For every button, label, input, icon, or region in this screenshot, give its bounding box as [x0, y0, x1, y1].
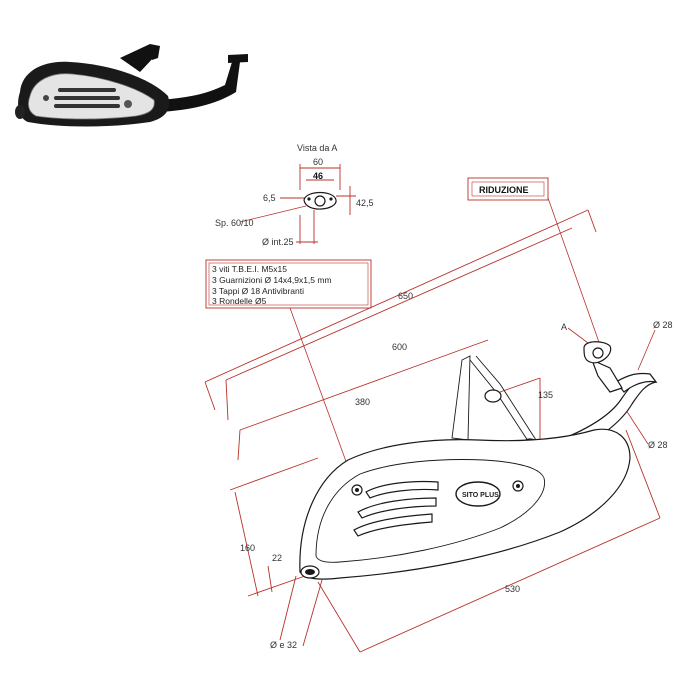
riduzione-box: RIDUZIONE — [467, 177, 601, 346]
dim-46-label: 46 — [313, 171, 323, 181]
kit-note-line-3: 3 Tappi Ø 18 Antivibranti — [212, 286, 304, 296]
view-label: Vista da A — [297, 143, 337, 153]
inner-diameter-label: Ø int.25 — [262, 237, 294, 247]
dim-22-label: 22 — [272, 553, 282, 563]
exhaust-product-thumbnail — [15, 44, 248, 127]
dim-380-label: 380 — [355, 397, 370, 407]
brand-badge: SITO PLUS — [455, 481, 501, 507]
brand-badge-text: SITO PLUS — [462, 492, 499, 499]
flange-view-detail: Vista da A 60 46 6,5 42,5 Sp. 60/10 Ø in… — [215, 143, 374, 247]
kit-note-box: 3 viti T.B.E.I. M5x15 3 Guarnizioni Ø 14… — [205, 259, 372, 487]
thickness-label: Sp. 60/10 — [215, 218, 254, 228]
dim-28-bottom-label: Ø 28 — [648, 440, 668, 450]
dim-42-5-label: 42,5 — [356, 198, 374, 208]
kit-note-line-2: 3 Guarnizioni Ø 14x4,9x1,5 mm — [212, 275, 332, 285]
view-a-marker: A — [561, 322, 567, 332]
kit-note-line-4: 3 Rondelle Ø5 — [212, 296, 267, 306]
dim-6-5-label: 6,5 — [263, 193, 276, 203]
riduzione-label: RIDUZIONE — [479, 185, 529, 195]
outer-diameter-label: Ø e 32 — [270, 640, 297, 650]
dim-530-label: 530 — [505, 584, 520, 594]
dim-160-label: 160 — [240, 543, 255, 553]
dim-60-label: 60 — [313, 157, 323, 167]
kit-note-line-1: 3 viti T.B.E.I. M5x15 — [212, 264, 287, 274]
overall-dimensions: 650 600 380 135 Ø 28 Ø 28 A 160 22 Ø e 3… — [204, 209, 673, 653]
dim-650-label: 650 — [398, 291, 413, 301]
dim-28-top-label: Ø 28 — [653, 320, 673, 330]
dim-135-label: 135 — [538, 390, 553, 400]
dim-600-label: 600 — [392, 342, 407, 352]
